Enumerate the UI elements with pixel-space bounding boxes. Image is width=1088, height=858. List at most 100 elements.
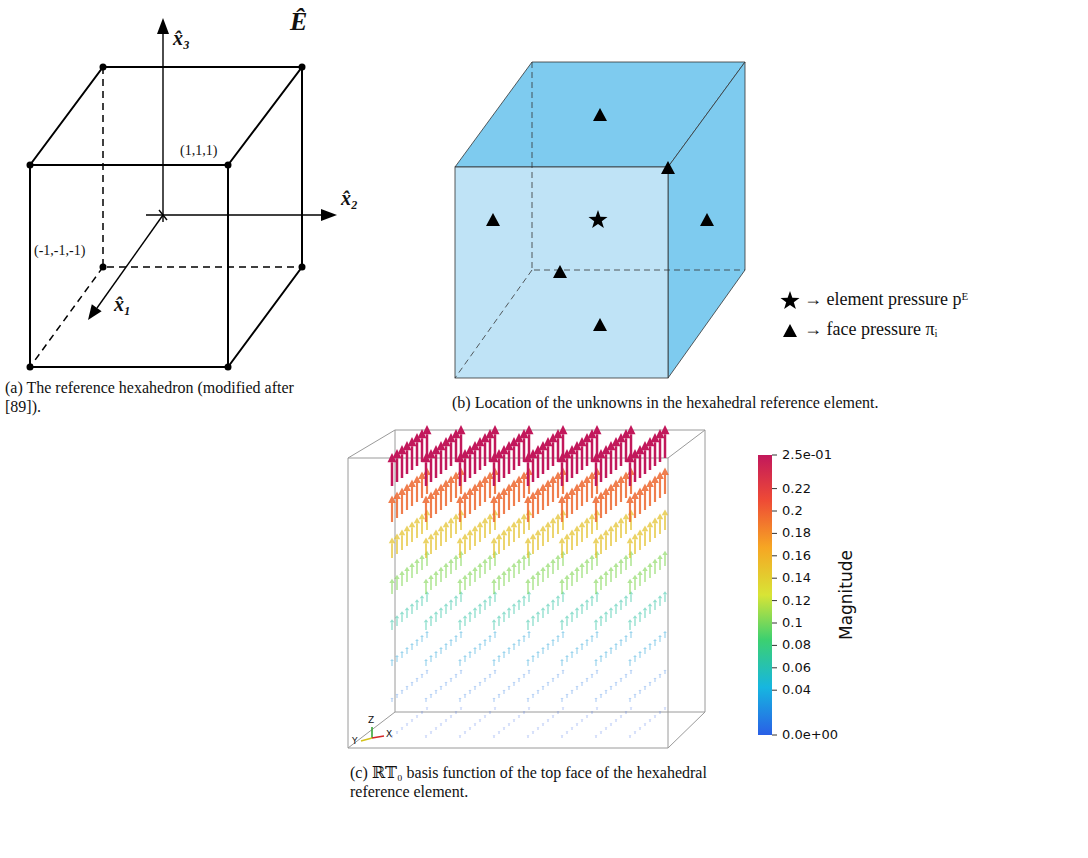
- field-arrow: [458, 659, 462, 666]
- field-arrow: [569, 529, 576, 550]
- field-arrow: [461, 492, 469, 518]
- field-arrow: [619, 599, 624, 610]
- field-arrow: [491, 579, 496, 594]
- reference-hexahedron: [30, 67, 302, 367]
- field-arrow: [619, 639, 623, 646]
- field-arrow: [521, 555, 526, 570]
- field-arrow: [550, 517, 557, 538]
- field-arrow: [618, 517, 625, 538]
- field-arrow: [527, 735, 530, 738]
- axis-label: x̂₃: [173, 26, 190, 50]
- field-arrow: [557, 711, 560, 714]
- field-arrow: [415, 639, 419, 646]
- field-arrow: [471, 441, 480, 474]
- field-arrow: [642, 567, 647, 582]
- field-arrow: [545, 521, 552, 542]
- vertex-dots: [27, 64, 306, 371]
- field-arrow: [424, 698, 427, 702]
- field-arrow: [501, 571, 506, 586]
- field-arrow: [595, 631, 599, 638]
- field-arrow: [551, 599, 556, 610]
- field-arrow: [437, 484, 445, 510]
- element-symbol: Ê: [290, 6, 307, 37]
- field-arrow: [495, 492, 503, 518]
- field-arrow: [516, 517, 523, 538]
- field-arrow: [413, 433, 422, 466]
- field-arrow: [426, 707, 429, 710]
- field-arrow: [394, 533, 401, 554]
- field-arrow: [599, 615, 604, 626]
- field-arrow: [652, 559, 657, 574]
- field-arrow: [552, 715, 555, 718]
- field-arrow: [600, 731, 603, 734]
- field-arrow: [560, 659, 564, 666]
- field-arrow: [612, 437, 621, 470]
- field-arrow: [393, 449, 402, 482]
- field-arrow: [462, 533, 469, 554]
- legend-item: → element pressure pᴱ: [804, 289, 968, 311]
- field-arrow: [430, 731, 433, 734]
- field-arrow: [483, 678, 486, 682]
- field-arrow: [573, 441, 582, 474]
- colorbar-tick: 0.06: [782, 660, 811, 676]
- field-arrow: [598, 533, 605, 554]
- triad-label: X: [386, 729, 392, 740]
- field-arrow: [459, 735, 462, 738]
- field-arrow: [456, 453, 465, 486]
- field-arrow: [628, 659, 632, 666]
- field-arrow: [429, 694, 432, 698]
- field-arrow: [583, 476, 591, 502]
- field-arrow: [535, 529, 542, 550]
- field-arrow: [429, 615, 434, 626]
- vertex-coordinate: (-1,-1,-1): [34, 243, 85, 260]
- field-arrow: [565, 694, 568, 698]
- field-arrow: [388, 453, 397, 486]
- field-arrow: [637, 571, 642, 586]
- plot-wire-cube: [348, 430, 705, 748]
- field-arrow: [541, 607, 546, 618]
- field-arrow: [418, 472, 426, 498]
- field-arrow: [427, 492, 435, 518]
- field-arrow: [564, 533, 571, 554]
- field-arrow: [507, 607, 512, 618]
- field-arrow: [488, 674, 491, 678]
- field-arrow: [575, 607, 580, 618]
- field-arrow: [405, 686, 408, 690]
- field-arrow: [428, 533, 435, 554]
- field-arrow: [633, 694, 636, 698]
- field-arrow: [531, 694, 534, 698]
- field-arrow: [574, 567, 579, 582]
- field-arrow: [623, 555, 628, 570]
- field-arrow: [468, 651, 472, 658]
- field-arrow: [590, 635, 594, 642]
- field-arrow: [569, 571, 574, 586]
- field-arrow: [609, 686, 612, 690]
- field-arrow: [500, 488, 508, 514]
- field-arrow: [580, 603, 585, 614]
- field-arrow: [477, 563, 482, 578]
- field-arrow: [578, 480, 586, 506]
- field-arrow: [597, 449, 606, 482]
- field-arrow: [590, 674, 593, 678]
- field-arrow: [607, 484, 615, 510]
- field-arrow: [522, 595, 527, 606]
- field-arrow: [439, 607, 444, 618]
- colorbar-tick: 0.14: [782, 570, 811, 586]
- field-arrow: [481, 476, 489, 502]
- field-arrow: [450, 715, 453, 718]
- field-arrow: [652, 517, 659, 538]
- field-arrow: [511, 563, 516, 578]
- field-arrow: [518, 715, 521, 718]
- field-arrow: [457, 579, 462, 594]
- field-arrow: [424, 619, 429, 630]
- field-arrow: [395, 694, 398, 698]
- field-arrow: [641, 484, 649, 510]
- field-arrow: [502, 651, 506, 658]
- field-arrow: [471, 484, 479, 510]
- field-arrow: [570, 651, 574, 658]
- field-arrow: [598, 575, 603, 590]
- field-arrow: [419, 555, 424, 570]
- colorbar-tick: 0.22: [782, 481, 811, 497]
- field-arrow: [602, 445, 611, 478]
- field-arrow: [515, 476, 523, 502]
